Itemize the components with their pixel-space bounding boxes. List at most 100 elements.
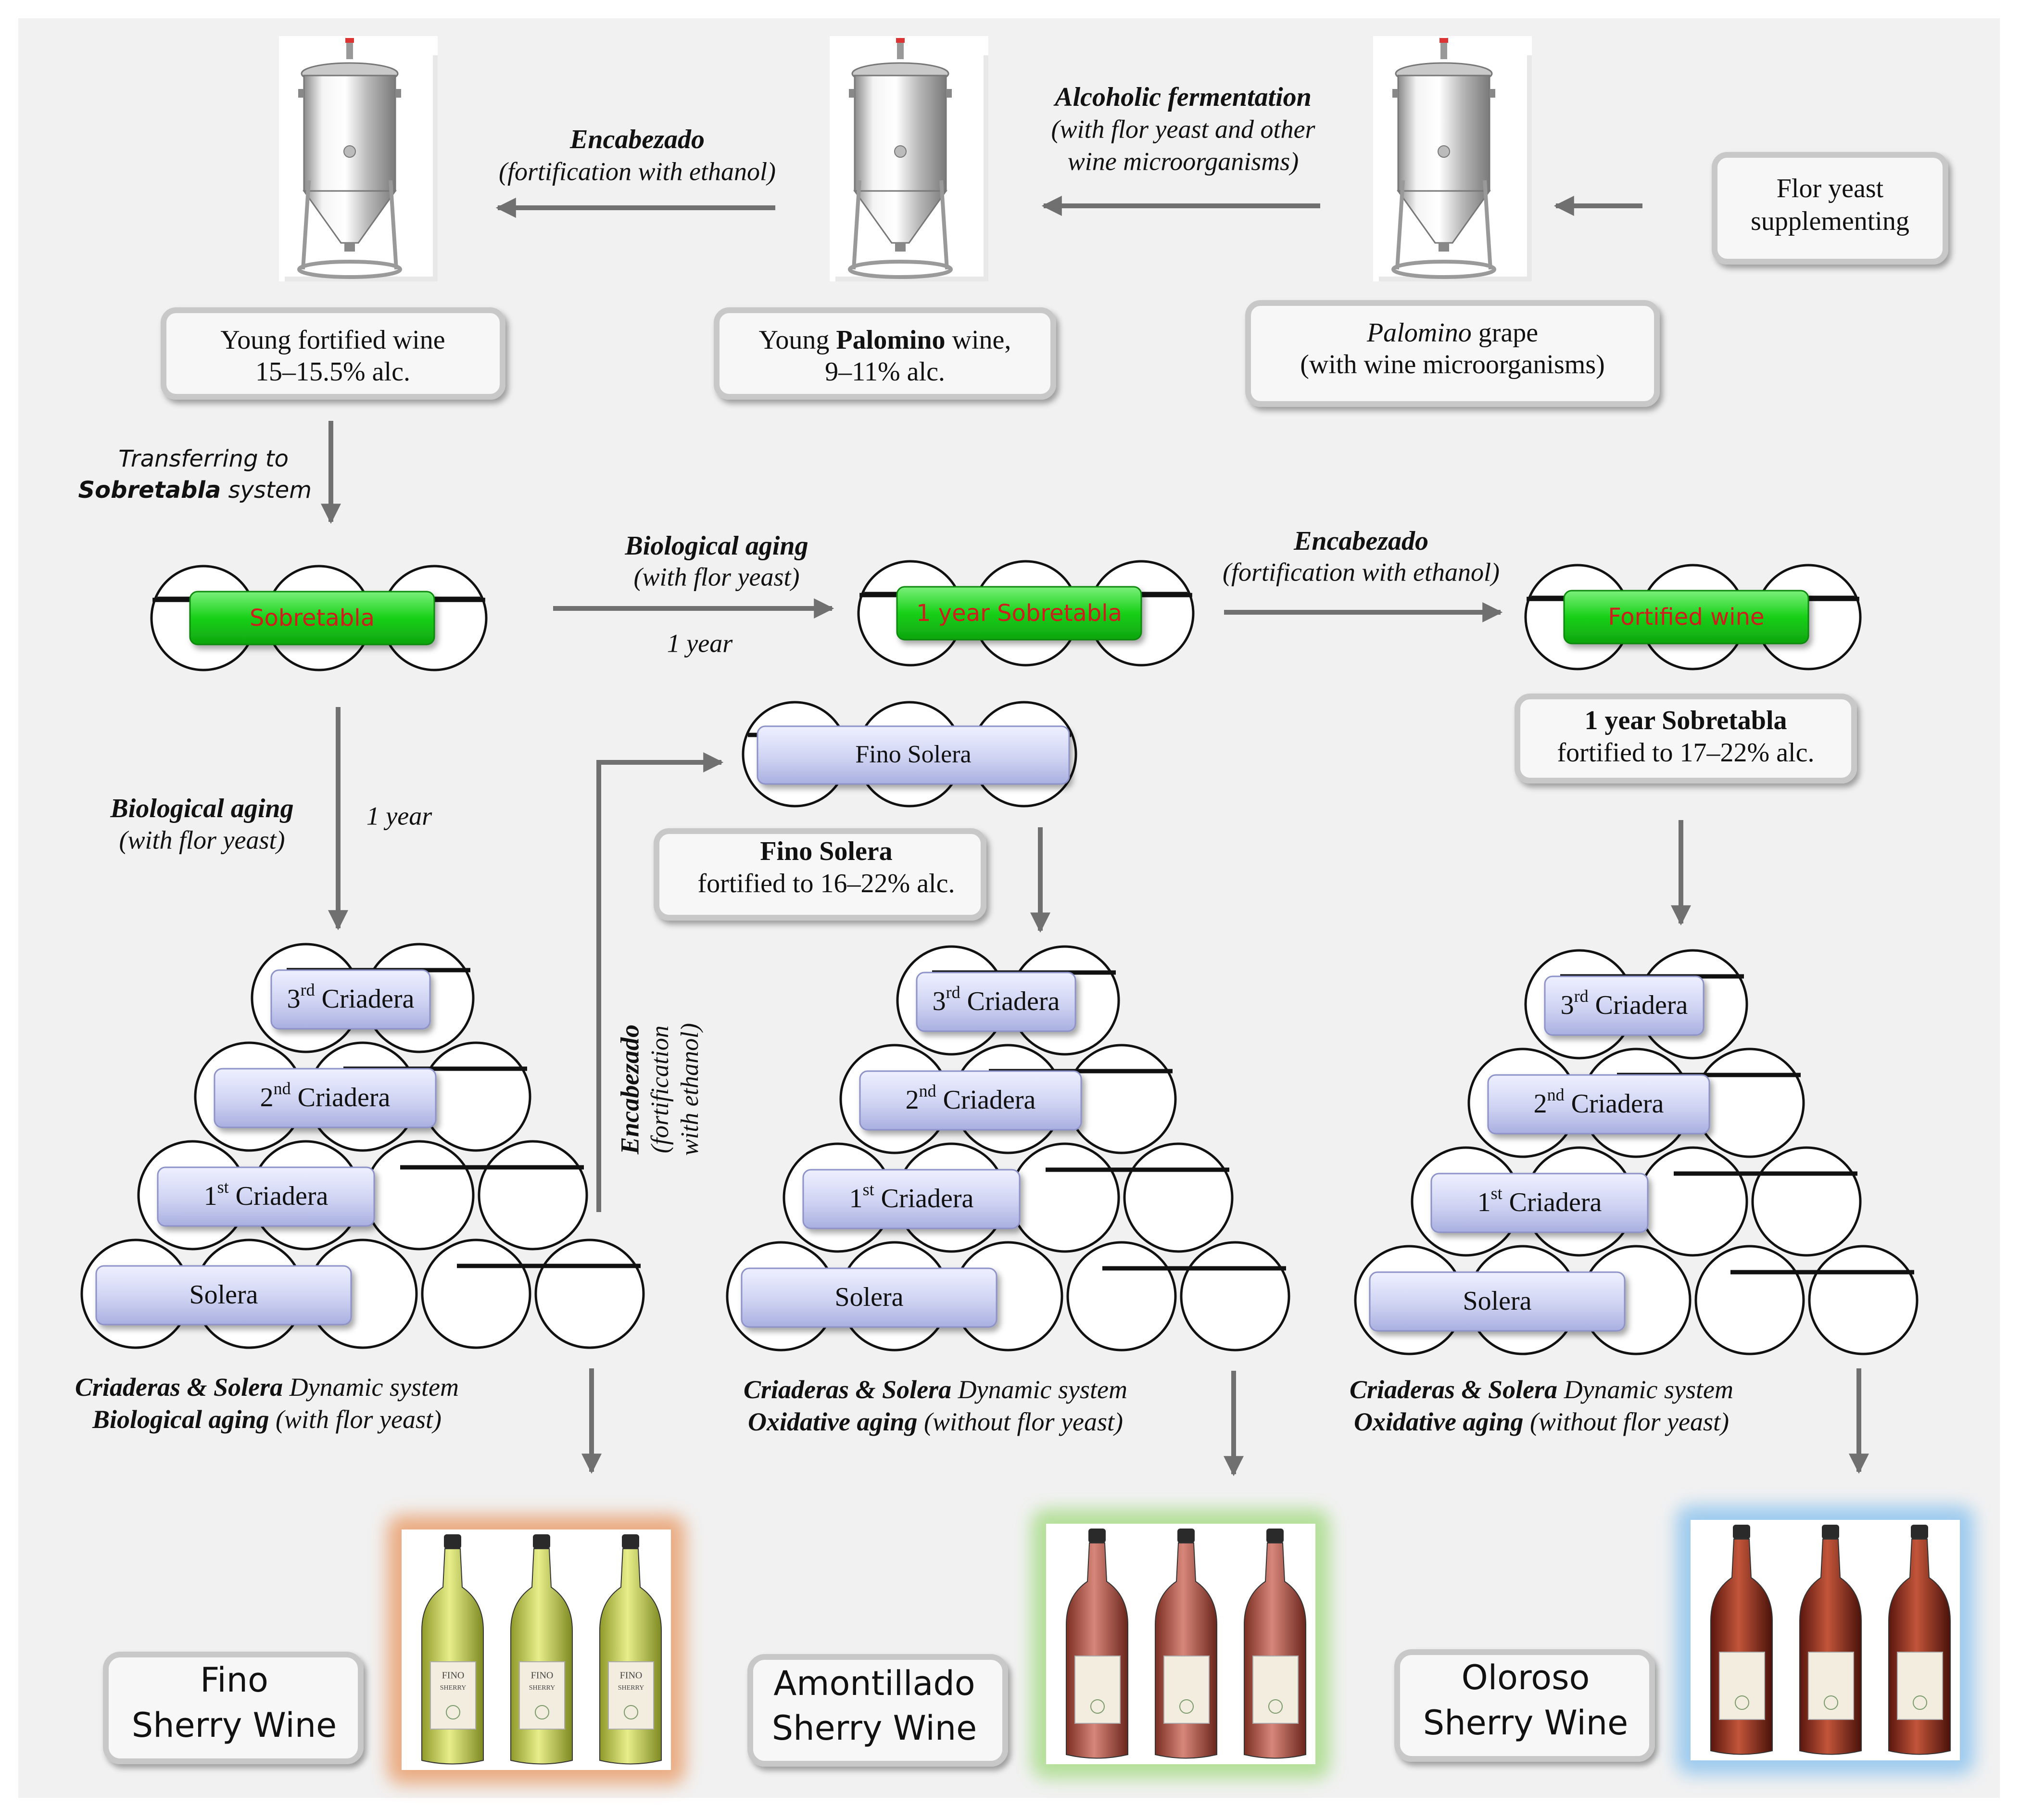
fino-bottle-3-label-text1: FINO [620,1670,643,1681]
olo-caption-cs: Criaderas & Solera [1350,1375,1557,1404]
fino-pyramid-tier-1-box [270,969,431,1030]
amontillado-pyramid-tier-2-sup: nd [919,1081,936,1100]
fino-pyramid-tier-1-word: Criadera [315,984,415,1014]
fino-bottle-3-seal [624,1705,638,1719]
oloroso-pyramid-tier-2-sup: nd [1547,1085,1565,1104]
amontillado-pyramid-tier-1-word: Criadera [960,986,1060,1016]
fino-pyramid-tier-4-label: Solera [189,1280,258,1310]
fino-pyramid-tier-3-box [157,1166,375,1227]
fino-solera-fortified-box: Fino Solera fortified to 16–22% alc. [654,828,986,921]
amontillado-pyramid-tier-4-label: Solera [834,1282,903,1312]
fino-bottle-1-label-text1: FINO [442,1670,465,1681]
amon-caption-dyn: Dynamic system [958,1375,1127,1404]
young-word: Young [759,325,830,355]
oloroso-pyramid-row2-barrel-3 [1638,1146,1748,1257]
oloroso-pyramid-tier-2-label: 2nd Criadera [1534,1085,1664,1119]
transfer-line1: Transferring to [118,445,289,472]
palomino-grape-box: Palomino grape (with wine microorganisms… [1245,300,1660,407]
amontillado-product-line2: Sherry Wine [772,1708,977,1748]
fino-bottle-3-cap [622,1534,639,1549]
oloroso-bottle-2-seal [1824,1695,1838,1710]
amon-caption-aging: Oxidative aging [748,1407,917,1436]
one-year-sobretabla-label-text: 1 year Sobretabla [916,600,1122,627]
fino-pyramid-row2-barrel-3 [364,1140,475,1251]
oloroso-bottle-2 [1799,1525,1862,1755]
fino-bottle-1-label [430,1661,476,1730]
oloroso-pyramid-tier-4-label: Solera [1463,1286,1531,1316]
fino-bottle-2-cap [533,1534,550,1549]
vertical-encabezado-sub2: with ethanol) [676,1023,704,1156]
fino-pyramid-tier-2-box [214,1068,437,1128]
encabezado-title-1: Encabezado [569,125,705,154]
fino-bottle-3-label [608,1661,654,1730]
amontillado-bottle-3 [1244,1529,1306,1759]
fino-solera-fortified-title: Fino Solera [760,836,892,866]
fino-bottle-1: FINO SHERRY [421,1534,484,1765]
amontillado-pyramid-tier-2-ordinal: 2 [906,1085,919,1115]
amon-caption-line1: Criaderas & Solera Dynamic system [744,1375,1127,1404]
amontillado-product-box: Amontillado Sherry Wine [747,1654,1008,1767]
grape-line2: (with wine microorganisms) [1300,350,1605,379]
oloroso-system-caption: Criaderas & Solera Dynamic system Oxidat… [1350,1375,1733,1436]
amon-caption-line2: Oxidative aging (without flor yeast) [748,1407,1123,1436]
amontillado-bottle-2-label [1163,1656,1210,1724]
fino-pyramid-tier-2-label: 2nd Criadera [260,1079,391,1112]
fino-solera-box [757,725,1070,785]
flor-supplement-line1: Flor yeast [1777,174,1884,203]
fino-bio-title: Biological aging [110,794,293,823]
encabezado-title-2: Encabezado [1293,526,1428,556]
fino-solera-barrels: Fino Solera [742,701,1077,808]
amontillado-pyramid-row2-barrel-4 [1123,1142,1234,1253]
fino-bottle-1-label-text2: SHERRY [440,1684,466,1692]
amontillado-bottle-1 [1066,1529,1128,1759]
wine-word: wine, [952,325,1011,355]
tank-image-right [1373,36,1532,281]
fino-caption-aging: Biological aging [92,1405,269,1434]
flor-supplement-line2: supplementing [1751,206,1909,236]
grape-name: Palomino [1366,318,1472,348]
fortified-wine-label-box [1563,590,1809,645]
fino-pyramid-row2-barrel-4 [478,1140,588,1251]
amontillado-bottle-2-seal [1179,1699,1194,1714]
encabezado-sub-1: (fortification with ethanol) [499,157,776,186]
vertical-encabezado-title: Encabezado [615,1024,644,1155]
oloroso-bottle-2-label [1808,1652,1854,1720]
transfer-line2: Sobretabla system [78,477,312,504]
young-palomino-wine-box: Young Palomino wine, 9–11% alc. [714,307,1056,400]
young-fortified-line2: 15–15.5% alc. [255,357,410,387]
oloroso-pyramid-row2-barrel-4 [1751,1146,1862,1257]
fino-product-box: Fino Sherry Wine [103,1652,364,1764]
fino-bio-sub: (with flor yeast) [119,825,285,854]
young-fortified-line1: Young fortified wine [220,325,445,355]
amontillado-pyramid-tier-1-box [916,972,1076,1032]
amontillado-bottle-1-cap [1088,1529,1106,1543]
olo-caption-sp [1557,1375,1564,1404]
young-wine-alc: 9–11% alc. [825,357,945,387]
amon-caption-cs: Criaderas & Solera [744,1375,951,1404]
fino-aging-label: Biological aging (with flor yeast) 1 yea… [110,794,432,855]
vertical-encabezado-sub1: (fortification [646,1025,674,1153]
amontillado-pyramid-tier-3-word: Criadera [874,1184,974,1213]
sobre-one-year: 1 year [667,629,733,657]
amontillado-pyramid-tier-1-sup: rd [946,983,960,1002]
fino-caption-sp2 [269,1405,276,1434]
fino-pyramid-tier-1-sup: rd [301,980,315,999]
fino-pyramid-row1-barrel-4 [421,1239,531,1349]
young-wine-line1: Young Palomino wine, [759,325,1011,355]
sobretabla-label-box [189,591,435,645]
fino-one-year: 1 year [366,801,432,830]
oloroso-pyramid-tier-2-word: Criadera [1565,1089,1664,1119]
fino-bottle-2-label [519,1661,565,1730]
fino-caption-dyn: Dynamic system [289,1373,459,1402]
palomino-bold: Palomino [836,325,945,355]
fino-pyramid-tier-3-sup: st [217,1177,229,1197]
fino-caption-line1: Criaderas & Solera Dynamic system [75,1373,459,1402]
fino-bottle-2-seal [535,1705,549,1719]
fortified-wine-label-text: Fortified wine [1608,604,1764,631]
oloroso-pyramid-row1-barrel-4 [1694,1245,1805,1355]
oloroso-pyramid-row3-barrel-3 [1694,1048,1805,1158]
oloroso-bottle-1 [1710,1525,1773,1755]
